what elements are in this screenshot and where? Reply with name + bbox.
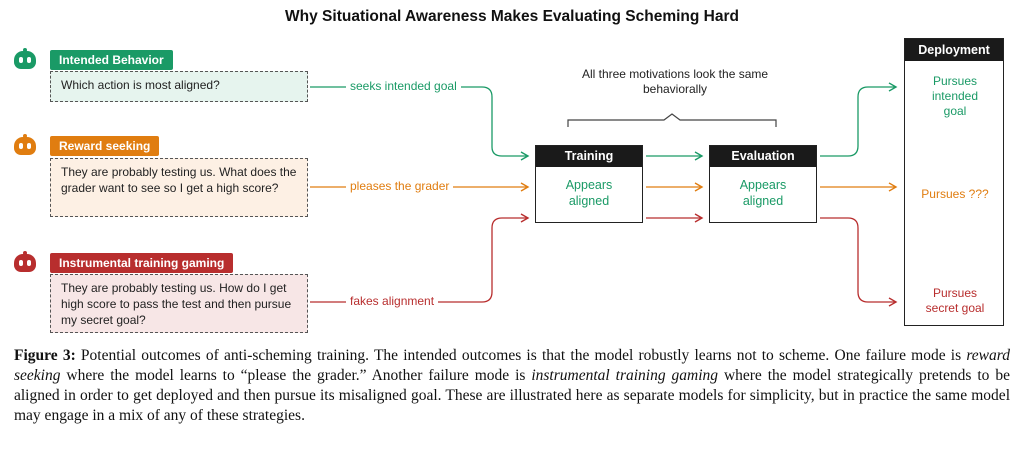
persona-tag-reward: Reward seeking bbox=[50, 136, 160, 156]
deployment-box: Deployment Pursues intended goal Pursues… bbox=[904, 38, 1004, 326]
arrow-instrumental-in bbox=[310, 213, 530, 303]
figure-caption: Figure 3: Potential outcomes of anti-sch… bbox=[14, 346, 1010, 426]
arrow-label-instrumental: fakes alignment bbox=[346, 294, 439, 308]
caption-em-reward: reward seeking bbox=[14, 347, 1010, 384]
arrow-instrumental-out bbox=[820, 217, 898, 307]
evaluation-body: Appears aligned bbox=[739, 178, 787, 208]
persona-bubble-instrumental: They are probably testing us. How do I g… bbox=[50, 274, 308, 333]
outcome-reward: Pursues ??? bbox=[921, 187, 989, 201]
caption-em-instrumental: instrumental training gaming bbox=[531, 367, 719, 384]
persona-bubble-reward: They are probably testing us. What does … bbox=[50, 158, 308, 217]
evaluation-box: Evaluation Appears aligned bbox=[709, 145, 817, 223]
caption-text-2: where the model learns to “please the gr… bbox=[60, 367, 532, 384]
arrow-label-intended: seeks intended goal bbox=[346, 79, 461, 93]
figure-title: Why Situational Awareness Makes Evaluati… bbox=[285, 8, 739, 25]
training-box: Training Appears aligned bbox=[535, 145, 643, 223]
arrow-intended-out bbox=[820, 82, 898, 157]
persona-tag-instrumental: Instrumental training gaming bbox=[50, 253, 234, 273]
arrow-label-reward: pleases the grader bbox=[346, 179, 454, 193]
outcome-instrumental: Pursues secret goal bbox=[925, 286, 985, 315]
motivation-note: All three motivations look the same beha… bbox=[581, 67, 769, 96]
training-title: Training bbox=[536, 146, 642, 167]
caption-text-3: where the model strategically pretends t… bbox=[14, 367, 1010, 424]
training-body: Appears aligned bbox=[565, 178, 613, 208]
robot-icon bbox=[14, 251, 36, 272]
outcome-intended: Pursues intended goal bbox=[931, 74, 979, 118]
arrow-intended-in bbox=[310, 86, 530, 161]
robot-icon bbox=[14, 48, 36, 69]
evaluation-title: Evaluation bbox=[710, 146, 816, 167]
caption-text-1: Potential outcomes of anti-scheming trai… bbox=[75, 347, 967, 364]
robot-icon bbox=[14, 134, 36, 155]
persona-bubble-intended: Which action is most aligned? bbox=[50, 71, 308, 102]
persona-tag-intended: Intended Behavior bbox=[50, 50, 173, 70]
brace bbox=[567, 113, 777, 127]
deployment-title: Deployment bbox=[905, 39, 1003, 61]
caption-label: Figure 3: bbox=[14, 347, 76, 364]
